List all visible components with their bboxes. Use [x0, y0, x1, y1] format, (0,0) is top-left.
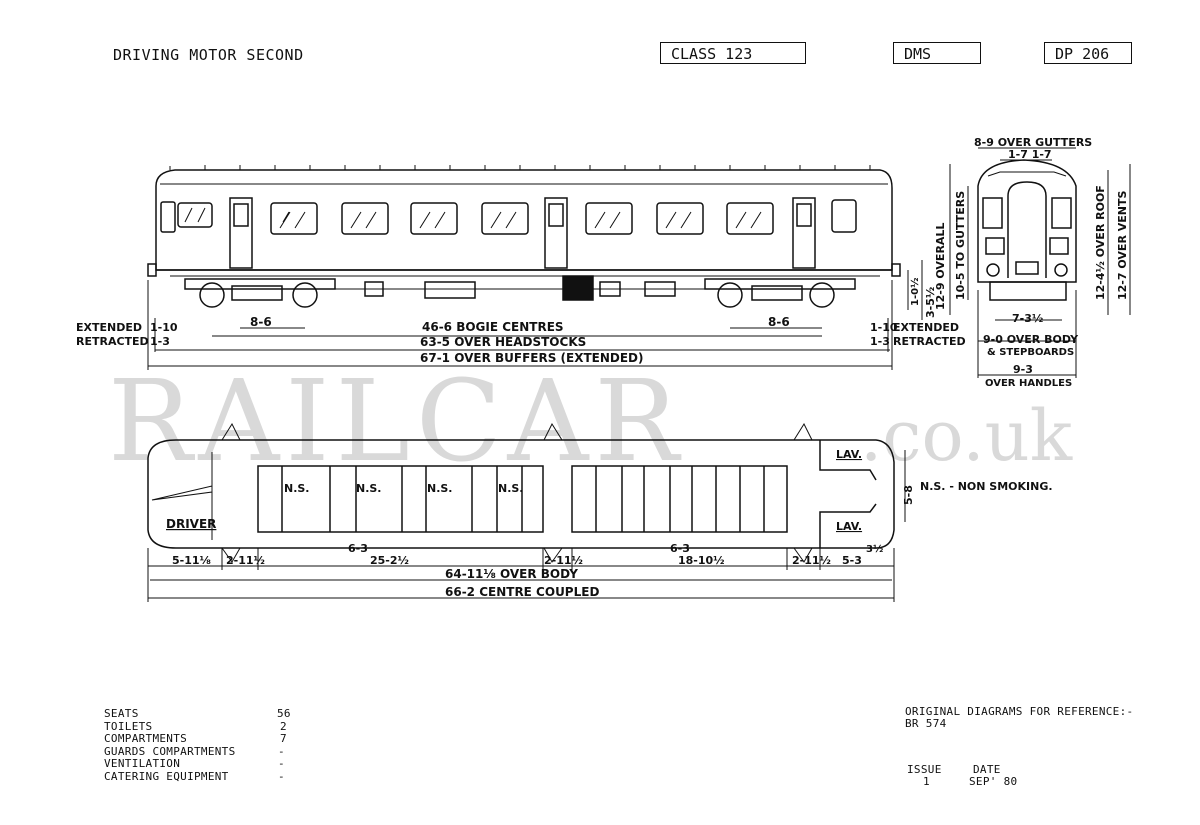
side-dimension-lines [147, 260, 923, 370]
class-box: CLASS 123 [660, 42, 806, 64]
over-handles-label: OVER HANDLES [985, 378, 1072, 389]
buffer-retracted-dim-right: 1-3 [870, 335, 890, 348]
cab-length-dim: 5-11⅛ [172, 554, 211, 567]
bay-pitch-right-dim: 6-3 [670, 542, 690, 555]
over-body-dim: 64-11⅛ OVER BODY [445, 567, 578, 581]
driver-label: DRIVER [166, 517, 216, 531]
gutter-height-dim: 10-5 TO GUTTERS [954, 191, 967, 300]
door-right-dim: 2-11½ [792, 554, 831, 567]
lav-label-top: LAV. [836, 448, 862, 461]
stats-table: SEATS 56 TOILETS 2 COMPARTMENTS 7 GUARDS CO… [104, 707, 304, 784]
date-value: SEP' 80 [969, 775, 1018, 788]
over-gutters-dim: 8-9 OVER GUTTERS [974, 136, 1092, 149]
issue-value: 1 [923, 775, 930, 788]
plan-view [147, 422, 906, 563]
centre-coupled-dim: 66-2 CENTRE COUPLED [445, 585, 599, 599]
watermark-main: RAILCAR [108, 357, 685, 487]
stat-value: - [278, 769, 285, 783]
reference-line-2: BR 574 [905, 717, 947, 730]
stat-row: COMPARTMENTS 7 [104, 732, 304, 746]
buffer-extended-dim-left: 1-10 [150, 321, 178, 334]
plan-dimension-lines [147, 548, 895, 602]
non-smoking-legend: N.S. - NON SMOKING. [920, 480, 1053, 493]
reference-line-1: ORIGINAL DIAGRAMS FOR REFERENCE:- [905, 705, 1134, 718]
stat-label: GUARDS COMPARTMENTS [104, 744, 236, 758]
stat-label: COMPARTMENTS [104, 732, 188, 745]
stat-row: GUARDS COMPARTMENTS - [104, 744, 304, 759]
handles-width-dim: 9-3 [1013, 363, 1033, 376]
bogie-width-dim: 7-3½ [1012, 312, 1043, 325]
stat-value: 7 [280, 732, 287, 745]
non-smoking-mark-2: N.S. [356, 482, 382, 495]
door-left-dim: 2-11½ [226, 554, 265, 567]
roof-height-dim: 12-4½ OVER ROOF [1094, 185, 1107, 300]
stat-label: TOILETS [104, 719, 153, 733]
over-buffers-dim: 67-1 OVER BUFFERS (EXTENDED) [420, 351, 644, 365]
side-elevation [147, 165, 901, 308]
buffer-extended-dim-right: 1-10 [870, 321, 898, 334]
bogie-centres-dim: 46-6 BOGIE CENTRES [422, 320, 564, 334]
body-width-dim: 9-0 OVER BODY [983, 333, 1079, 346]
stat-value: 2 [280, 719, 287, 733]
diagram-number-box: DP 206 [1044, 42, 1132, 64]
buffer-retracted-label-left: RETRACTED [76, 335, 149, 348]
window-spacing-dim: 1-7 1-7 [1008, 148, 1052, 161]
buffer-retracted-dim-left: 1-3 [150, 335, 170, 348]
saloon-left-dim: 25-2½ [370, 554, 409, 567]
code-box: DMS [893, 42, 981, 64]
bogie-wheelbase-left: 8-6 [250, 315, 272, 329]
end-small-dim: 3½ [866, 544, 883, 555]
saloon-right-dim: 18-10½ [678, 554, 725, 567]
buffer-retracted-label-right: RETRACTED [893, 335, 966, 348]
stat-label: CATERING EQUIPMENT [104, 769, 229, 783]
stat-row: CATERING EQUIPMENT - [104, 769, 304, 784]
bogie-wheelbase-right: 8-6 [768, 315, 790, 329]
watermark-suffix: .co.uk [860, 395, 1073, 477]
bay-pitch-left-dim: 6-3 [348, 542, 368, 555]
over-headstocks-dim: 63-5 OVER HEADSTOCKS [420, 335, 586, 349]
stat-value: 56 [277, 707, 291, 720]
non-smoking-mark-4: N.S. [498, 482, 524, 495]
buffer-height-dim: 3-5½ [924, 287, 937, 318]
lav-label-bottom: LAV. [836, 520, 862, 533]
non-smoking-mark-1: N.S. [284, 482, 310, 495]
stat-label: VENTILATION [104, 757, 181, 770]
drawing-title: DRIVING MOTOR SECOND [113, 46, 304, 64]
overall-height-dim: 12-9 OVERALL [934, 223, 947, 310]
vents-height-dim: 12-7 OVER VENTS [1116, 191, 1129, 300]
lav-end-dim: 5-3 [842, 554, 862, 567]
issue-label: ISSUE [907, 763, 942, 776]
buffer-extended-label-right: EXTENDED [893, 321, 959, 334]
step-height-dim: 1-0½ [910, 278, 921, 306]
stepboards-label: & STEPBOARDS [987, 347, 1074, 358]
stat-label: SEATS [104, 707, 139, 720]
stat-value: - [278, 744, 285, 758]
stat-value: - [278, 757, 285, 770]
reference-note: ORIGINAL DIAGRAMS FOR REFERENCE:- BR 574 [905, 706, 1133, 730]
end-elevation [977, 159, 1077, 301]
stat-row: VENTILATION - [104, 757, 304, 771]
issue-block: ISSUE 1 DATE SEP' 80 [907, 764, 1047, 790]
non-smoking-mark-3: N.S. [427, 482, 453, 495]
buffer-extended-label-left: EXTENDED [76, 321, 142, 334]
stat-row: TOILETS 2 [104, 719, 304, 734]
end-dimension-lines [949, 147, 1131, 378]
date-label: DATE [973, 763, 1001, 776]
gangway-width-dim: 5-8 [902, 485, 915, 505]
door-mid-dim: 2-11½ [544, 554, 583, 567]
stat-row: SEATS 56 [104, 707, 304, 721]
